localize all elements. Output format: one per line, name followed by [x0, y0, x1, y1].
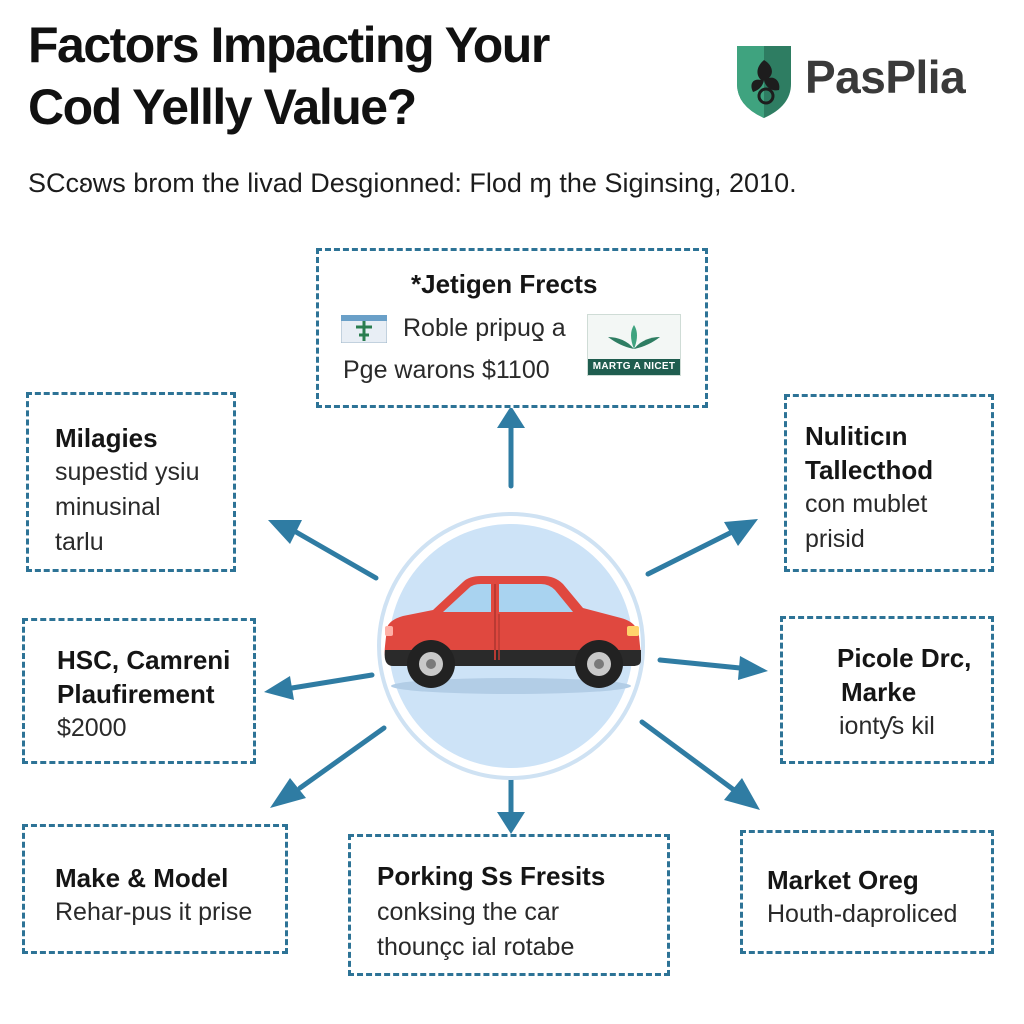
box-line-1: iontƴs kil — [839, 712, 935, 740]
brand-logo: PasPlia — [733, 38, 995, 120]
arrow-right — [657, 656, 768, 680]
box-title-1: Picole Drc, — [837, 643, 972, 673]
box-line-2: minusinal — [55, 493, 161, 521]
box-title-1: HSC, Camreni — [57, 645, 231, 675]
subtitle: SCcʚws brom the livad Desgionned: Flod ɱ… — [28, 168, 797, 198]
box-title: Market Oreg — [767, 865, 919, 895]
factor-box-right-mid: Picole Drc, Marke iontƴs kil — [780, 616, 994, 764]
box-line-1: Roble pripuƍ a — [403, 314, 566, 342]
factor-box-left-upper: Milagies supestid ysiu minusinal tarlu — [26, 392, 236, 572]
arrow-left — [264, 672, 375, 700]
box-line-1: supestid ysiu — [55, 458, 200, 486]
factor-box-bottom-left: Make & Model Rehar-pus it prise — [22, 824, 288, 954]
factor-box-right-upper: Nuliticın Tallecthod con mublet prisid — [784, 394, 994, 572]
box-line-1: $2000 — [57, 714, 127, 742]
box-title: *Jetigen Frects — [411, 269, 598, 299]
box-title: Make & Model — [55, 863, 229, 893]
badge-label: MARTG A NICET — [588, 359, 680, 375]
box-title-1: Nuliticın — [805, 421, 908, 451]
arrow-upper-right — [645, 519, 758, 577]
arrow-down — [497, 775, 525, 834]
box-title-2: Plaufirement — [57, 679, 215, 709]
box-title: Porking Ss Fresits — [377, 861, 606, 891]
box-line-2: thounçc ial rotabe — [377, 933, 575, 961]
factor-box-bottom-center: Porking Ss Fresits conksing the car thou… — [348, 834, 670, 976]
box-line-1: con mublet — [805, 490, 928, 518]
market-badge: MARTG A NICET — [587, 314, 681, 376]
box-title: Milagies — [55, 423, 158, 453]
title-line-1: Factors Impacting Your — [28, 17, 550, 73]
box-line-1: Rehar-pus it prise — [55, 898, 253, 926]
box-line-2: Pge warons $1100 — [343, 356, 550, 384]
arrow-up — [497, 406, 525, 489]
box-line-1: Houth-daproliced — [767, 900, 958, 928]
flag-icon — [341, 315, 387, 343]
page-title: Factors Impacting Your Cod Yellly Value? — [28, 14, 688, 138]
arrow-lower-right — [639, 719, 760, 810]
car-icon — [377, 512, 645, 780]
shield-leaf-icon — [737, 46, 791, 118]
factor-box-bottom-right: Market Oreg Houth-daproliced — [740, 830, 994, 954]
arrow-upper-left — [268, 520, 379, 581]
brand-name: PasPlia — [805, 51, 966, 103]
box-title-2: Marke — [841, 677, 917, 707]
leaf-icon — [608, 325, 660, 349]
box-line-2: prisid — [805, 525, 865, 553]
center-car — [375, 510, 647, 782]
box-line-3: tarlu — [55, 528, 104, 556]
factor-box-left-mid: HSC, Camreni Plaufirement $2000 — [22, 618, 256, 764]
box-title-2: Tallecthod — [805, 455, 934, 485]
arrow-lower-left — [270, 725, 387, 808]
title-line-2: Cod Yellly Value? — [28, 79, 417, 135]
box-line-1: conksing the car — [377, 898, 560, 926]
